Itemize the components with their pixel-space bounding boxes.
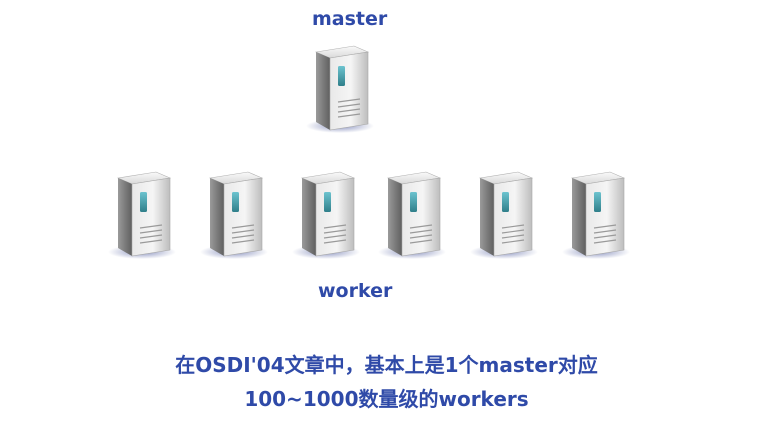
worker-server-icon bbox=[288, 166, 372, 262]
master-server-icon bbox=[302, 40, 386, 136]
worker-server-icon bbox=[196, 166, 280, 262]
worker-server-icon bbox=[374, 166, 458, 262]
caption-line-1: 在OSDI'04文章中，基本上是1个master对应 bbox=[175, 353, 598, 377]
worker-server-icon bbox=[466, 166, 550, 262]
master-label: master bbox=[312, 8, 388, 30]
caption-line-2: 100~1000数量级的workers bbox=[244, 387, 529, 411]
worker-label: worker bbox=[318, 280, 393, 302]
worker-server-icon bbox=[558, 166, 642, 262]
caption: 在OSDI'04文章中，基本上是1个master对应 100~1000数量级的w… bbox=[0, 348, 773, 416]
worker-server-icon bbox=[104, 166, 188, 262]
